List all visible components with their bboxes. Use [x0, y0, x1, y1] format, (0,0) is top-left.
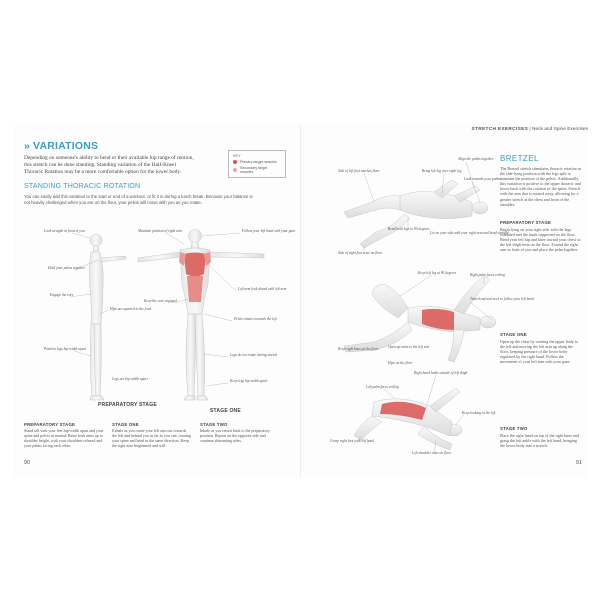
r-step-prep-title: PREPARATORY STAGE	[500, 220, 552, 225]
bretzel-figures-illustration: Side of left foot touches floor Bring le…	[330, 157, 534, 456]
figure-label: Right palm faces ceiling	[469, 273, 505, 277]
key-primary: Primary target muscles	[233, 160, 281, 165]
figure-label: Left shoulder rests on floor	[411, 451, 452, 455]
section-title: »VARIATIONS	[24, 140, 99, 152]
r-step-two-title: STAGE TWO	[500, 426, 528, 431]
figure-label: Side of right foot rests on floor	[338, 251, 383, 255]
figure-label: Keep the core engaged	[143, 299, 177, 303]
key-box: KEY Primary target muscles Secondary tar…	[228, 150, 286, 178]
highlighted-muscles	[179, 252, 211, 302]
step-one: STAGE ONE Exhale as you rotate your left…	[112, 422, 191, 448]
figure-prep-side	[88, 233, 127, 401]
subsection-title: STANDING THORACIC ROTATION	[24, 183, 141, 190]
left-page: »VARIATIONS Depending on someone's abili…	[14, 124, 297, 478]
figure-label: Bring left leg over right leg	[422, 169, 462, 173]
step-two: STAGE TWO Inhale as you return back to t…	[200, 422, 270, 443]
secondary-dot-icon	[233, 168, 237, 173]
step-prep: PREPARATORY STAGE Stand tall with your f…	[24, 422, 104, 448]
running-head: STRETCH EXERCISES | Neck and Spine Exerc…	[471, 127, 588, 132]
key-secondary: Secondary target muscles	[233, 166, 281, 175]
subsection-desc: You can easily add this variation to the…	[24, 194, 253, 205]
r2-muscles	[422, 308, 454, 330]
figure-label: Twist head and neck to follow your left …	[470, 297, 534, 301]
figure-label: Align the palms together	[457, 157, 494, 161]
figure-label: Bend both legs to 90 degrees	[388, 227, 430, 231]
figure-label: Left palm faces ceiling	[365, 385, 399, 389]
r3-muscles	[380, 401, 426, 420]
bretzel-intro: The Bretzel stretch stimulates thoracic …	[500, 166, 581, 207]
figure-label: Hold your palms together	[47, 266, 86, 270]
figure-label: Maintain position of right arm	[137, 229, 182, 233]
figure-label: Keep left leg at 90 degrees	[417, 271, 457, 275]
figure-label: Grasp right foot with left hand	[330, 439, 374, 443]
figure-bretzel-prep	[343, 179, 489, 249]
book-spread: »VARIATIONS Depending on someone's abili…	[14, 124, 588, 478]
caption-one: STAGE ONE	[210, 408, 241, 414]
leader-lines	[69, 232, 241, 387]
figure-label: Pelvis rotates towards the left	[233, 317, 278, 321]
figure-label: Hips are squared to the front	[109, 307, 152, 311]
primary-dot-icon	[233, 160, 237, 165]
caption-prep: PREPARATORY STAGE	[98, 402, 157, 408]
page-number-left: 90	[24, 460, 31, 466]
right-page: STRETCH EXERCISES | Neck and Spine Exerc…	[304, 124, 588, 478]
figure-label: Keep legs hip-width apart	[229, 379, 268, 383]
figure-label: Open up arms to the left side	[388, 345, 430, 349]
chevron-icon: »	[24, 140, 31, 152]
intro-text: Depending on someone's ability to bend o…	[24, 155, 194, 175]
bretzel-title: BRETZEL	[500, 154, 539, 163]
figure-label: Right hand holds outside of left thigh	[413, 371, 468, 375]
figure-label: Hips on the floor	[387, 361, 413, 365]
figure-label: Follow your left hand with your gaze	[241, 229, 296, 233]
key-title: KEY	[233, 154, 241, 158]
page-number-right: 91	[575, 460, 582, 466]
figure-label: Keep looking to the left	[461, 411, 497, 415]
figure-label: Look towards your palms	[463, 177, 501, 181]
r-step-one-title: STAGE ONE	[500, 332, 527, 337]
figure-label: Look straight in front of you	[43, 229, 85, 233]
r-step-one-text: Open up the chest by rotating the upper …	[500, 339, 579, 365]
figure-label: Legs do not rotate during stretch	[229, 353, 277, 357]
figure-label: Position legs hip-width apart	[43, 347, 87, 351]
standing-figures-illustration: Look straight in front of you Hold your …	[43, 229, 296, 401]
figure-label: Keep right knee on the floor	[337, 347, 379, 351]
figure-label: Side of left foot touches floor	[338, 169, 380, 173]
figure-label: Left arm look ahead with left arm	[237, 287, 287, 291]
r-step-prep-text: Begin lying on your right side with the …	[500, 227, 581, 253]
figure-label: Engage the core	[49, 293, 74, 297]
r-step-two-text: Place the right hand on top of the right…	[500, 433, 579, 449]
leader-lines-right	[353, 161, 493, 456]
figure-label: Lie on your side with your right arm and…	[429, 231, 510, 235]
figure-label: Legs are hip-width apart	[111, 377, 149, 381]
gutter	[300, 124, 301, 478]
